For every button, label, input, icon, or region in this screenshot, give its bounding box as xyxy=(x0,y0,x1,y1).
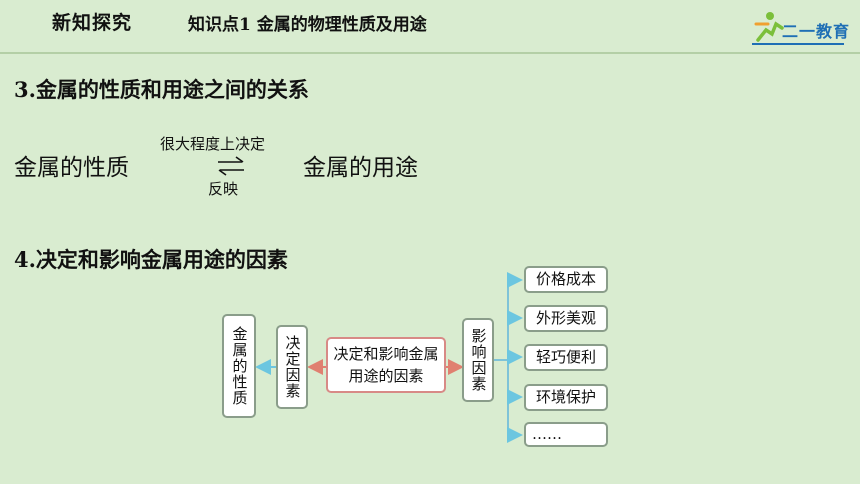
factor-environment-box: 环境保护 xyxy=(524,384,608,411)
section-3-title: 3.金属的性质和用途之间的关系 xyxy=(14,77,309,102)
relation-backward-label: 反映 xyxy=(208,180,239,198)
bidirectional-arrow-icon xyxy=(218,156,244,176)
header-title: 新知探究 xyxy=(52,12,133,34)
properties-box: 金属的性质 xyxy=(222,314,256,418)
factor-lightweight-box: 轻巧便利 xyxy=(524,344,608,371)
header-divider xyxy=(0,52,860,54)
relation-right-term: 金属的用途 xyxy=(303,155,418,181)
factor-appearance-box: 外形美观 xyxy=(524,305,608,332)
section-4-title: 4.决定和影响金属用途的因素 xyxy=(14,247,288,272)
influence-factors-box: 影响因素 xyxy=(462,318,494,402)
relation-left-term: 金属的性质 xyxy=(14,155,129,181)
factor-more-box: …… xyxy=(524,422,608,447)
header-bar: 新知探究 知识点1 金属的物理性质及用途 二一教育 xyxy=(0,0,860,52)
relation-forward-label: 很大程度上决定 xyxy=(160,135,266,153)
factor-price-box: 价格成本 xyxy=(524,266,608,293)
header-subtitle: 知识点1 金属的物理性质及用途 xyxy=(188,15,427,35)
decide-factors-box: 决定因素 xyxy=(276,325,308,409)
center-topic-box: 决定和影响金属用途的因素 xyxy=(326,337,446,393)
logo-text: 二一教育 xyxy=(782,22,851,41)
runner-logo-icon xyxy=(752,12,844,45)
